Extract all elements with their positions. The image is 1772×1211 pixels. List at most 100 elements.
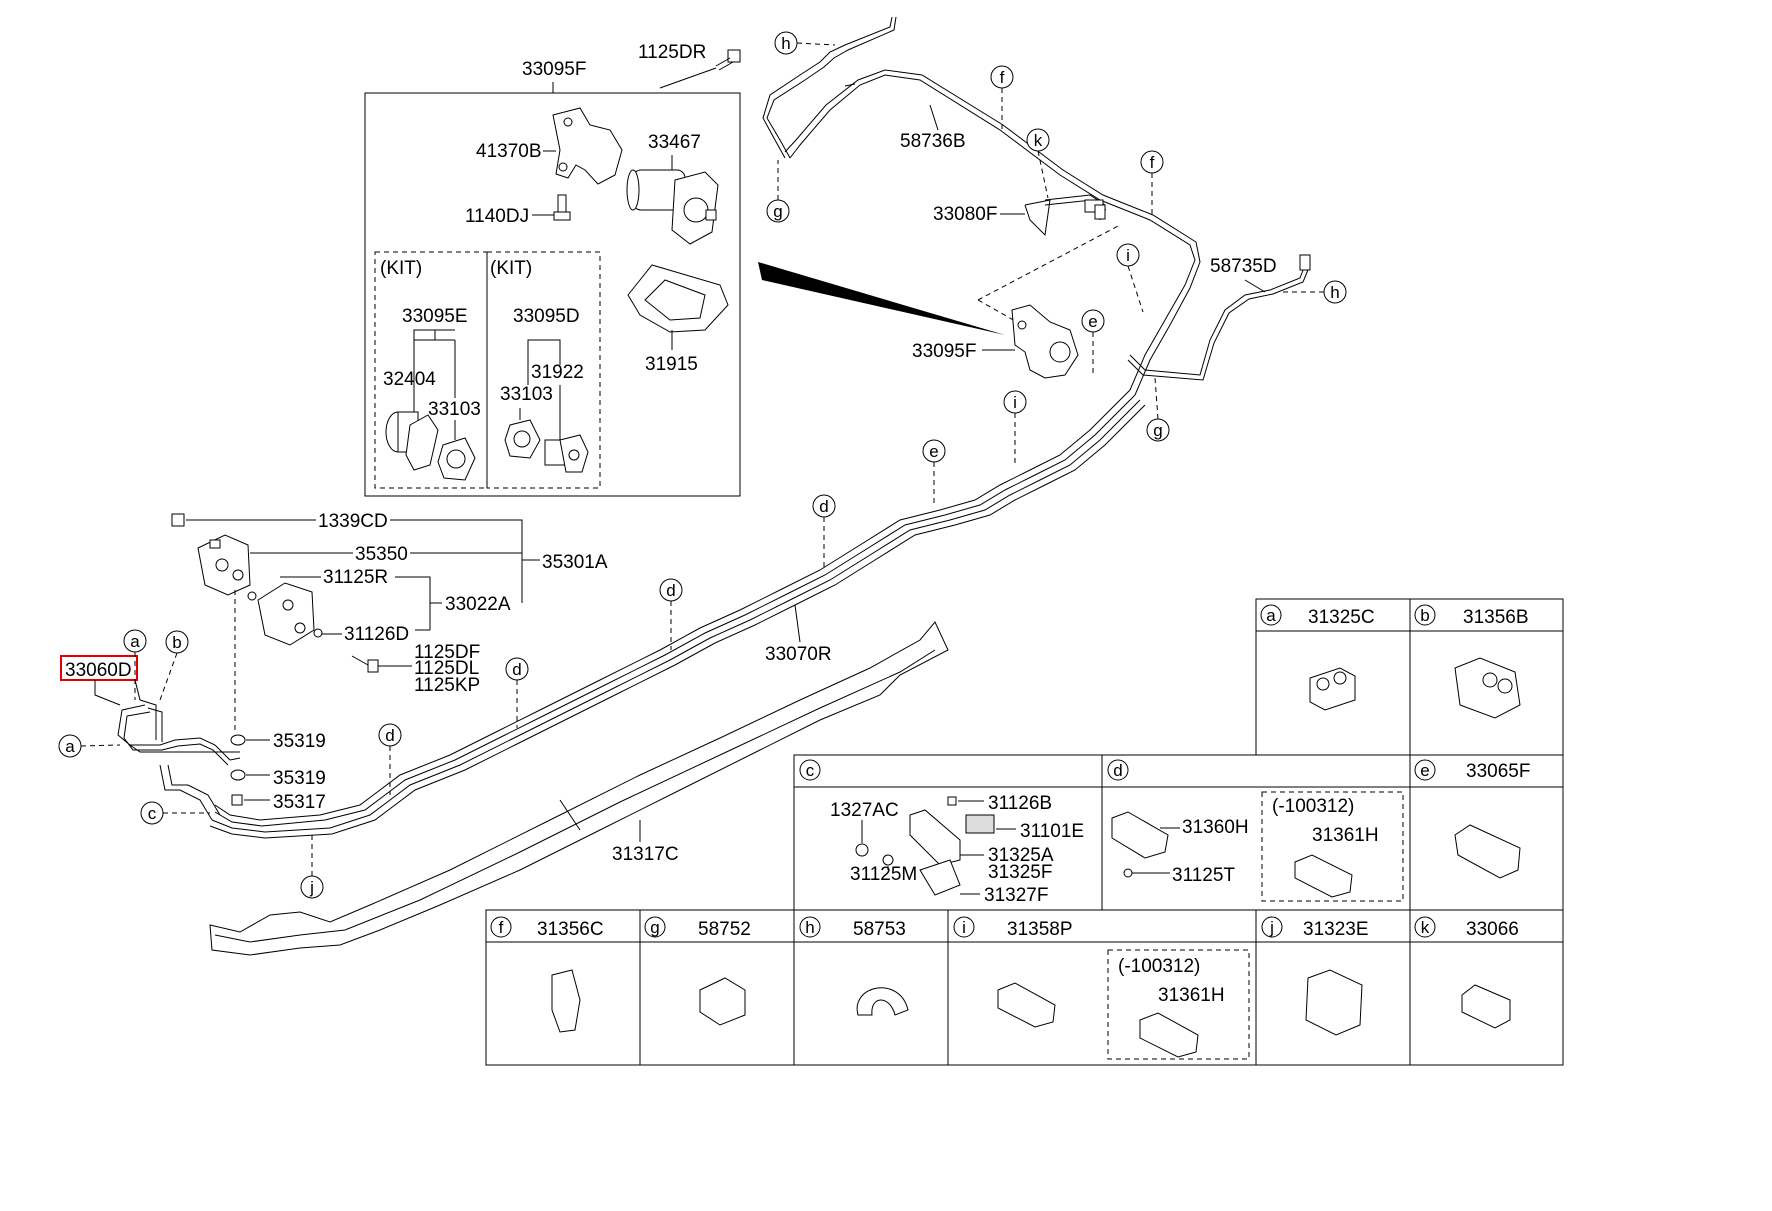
table-d-note-part: 31361H [1312, 825, 1379, 846]
table-key-k: k [1421, 918, 1430, 937]
label-31126D: 31126D [344, 624, 409, 645]
motor-kit-icon [385, 411, 439, 471]
abs-module-assembly: 1339CD 35350 35301A 31125R 33022A 31126D [60, 511, 608, 813]
table-key-g: g [650, 918, 659, 937]
table-part-31325A: 31325A [988, 845, 1054, 866]
table-part-31327F: 31327F [984, 885, 1048, 906]
table-key-d: d [1113, 761, 1122, 780]
label-35319-a: 35319 [273, 731, 326, 752]
callout-d: d [512, 660, 521, 679]
gasket-icon [437, 437, 476, 481]
table-part-e: 33065F [1466, 761, 1530, 782]
clip-legend-table: a 31325C b 31356B c 1327AC 31126B 31101E… [485, 598, 1564, 1066]
table-part-31125T: 31125T [1172, 865, 1235, 886]
table-i-note-part: 31361H [1158, 985, 1225, 1006]
main-brake-lines: 33070R [117, 389, 1146, 839]
label-33103-left: 33103 [428, 399, 481, 420]
table-part-31360H: 31360H [1182, 817, 1249, 838]
callout-f: f [1150, 153, 1155, 172]
bracket-icon [552, 107, 623, 185]
leader-arrow [758, 262, 1005, 335]
table-part-k: 33066 [1466, 919, 1519, 940]
bolt-icon [715, 49, 741, 71]
table-key-f: f [499, 918, 504, 937]
callout-e: e [1088, 312, 1097, 331]
label-33095D: 33095D [513, 306, 580, 327]
clip-icon [997, 982, 1056, 1028]
label-31915: 31915 [645, 354, 698, 375]
callout-b: b [172, 633, 181, 652]
motor-icon [626, 169, 719, 245]
kit-label-right: (KIT) [490, 258, 532, 279]
table-part-f: 31356C [537, 919, 604, 940]
callout-j: j [309, 878, 314, 897]
label-33095E: 33095E [402, 306, 468, 327]
grommet-icon [230, 734, 246, 746]
label-32404: 32404 [383, 369, 436, 390]
callout-d: d [385, 726, 394, 745]
table-key-i: i [962, 918, 966, 937]
table-part-31126B: 31126B [988, 793, 1052, 814]
callout-f: f [1000, 68, 1005, 87]
table-key-b: b [1420, 606, 1429, 625]
callouts: h g f k f i h e g i [58, 31, 1347, 899]
label-33080F: 33080F [933, 204, 997, 225]
valve-block-icon [197, 534, 251, 596]
shaft-icon [544, 434, 589, 473]
highlight-box-33060D [60, 655, 138, 681]
callout-g: g [1153, 421, 1162, 440]
table-part-31101E: 31101E [1020, 821, 1084, 842]
clip-icon [699, 977, 746, 1026]
callout-a: a [65, 737, 75, 756]
nut-icon [171, 513, 185, 527]
label-35350: 35350 [355, 544, 408, 565]
table-key-e: e [1420, 761, 1429, 780]
clip-icon [1309, 667, 1356, 711]
table-key-a: a [1266, 606, 1276, 625]
kit-label-left: (KIT) [380, 258, 422, 279]
clip-icon [1139, 1012, 1199, 1058]
label-1125DF: 1125DF [414, 642, 480, 663]
table-part-h: 58753 [853, 919, 906, 940]
label-33060D[interactable]: 33060D [65, 660, 132, 681]
gasket-icon [504, 419, 541, 459]
transfer-case-actuator-icon [1011, 304, 1079, 379]
label-1125DR: 1125DR [638, 42, 706, 63]
label-35301A: 35301A [542, 552, 608, 573]
label-33022A: 33022A [445, 594, 511, 615]
label-1140DJ: 1140DJ [465, 206, 529, 227]
label-33467: 33467 [648, 132, 701, 153]
label-58736B: 58736B [900, 131, 966, 152]
cover-icon [627, 264, 729, 333]
callout-i: i [1013, 393, 1017, 412]
label-31125R: 31125R [323, 567, 388, 588]
table-part-31125M: 31125M [850, 864, 917, 885]
label-1339CD: 1339CD [318, 511, 388, 532]
label-33095F-top: 33095F [522, 59, 586, 80]
table-part-g: 58752 [698, 919, 751, 940]
clip-icon [551, 969, 581, 1033]
bolt-icon [351, 655, 379, 673]
callout-g: g [773, 202, 782, 221]
label-41370B: 41370B [476, 141, 542, 162]
callout-a: a [130, 632, 140, 651]
table-key-h: h [805, 918, 814, 937]
underbody-shield: 31317C [209, 621, 949, 956]
callout-k: k [1034, 131, 1043, 150]
table-key-c: c [806, 761, 815, 780]
clip-icon [1461, 984, 1511, 1029]
label-31317C: 31317C [612, 844, 679, 865]
label-35319-b: 35319 [273, 768, 326, 789]
sensor-bracket-icon [247, 582, 323, 646]
clip-icon [1111, 811, 1169, 859]
label-35317: 35317 [273, 792, 326, 813]
screw-icon [553, 194, 571, 221]
label-1125KP: 1125KP [414, 675, 480, 696]
table-part-a: 31325C [1308, 607, 1375, 628]
label-31922: 31922 [531, 362, 584, 383]
table-i-note: (-100312) [1118, 956, 1200, 977]
callout-d: d [666, 581, 675, 600]
grommet-icon [230, 769, 246, 781]
clip-icon [1294, 854, 1353, 898]
